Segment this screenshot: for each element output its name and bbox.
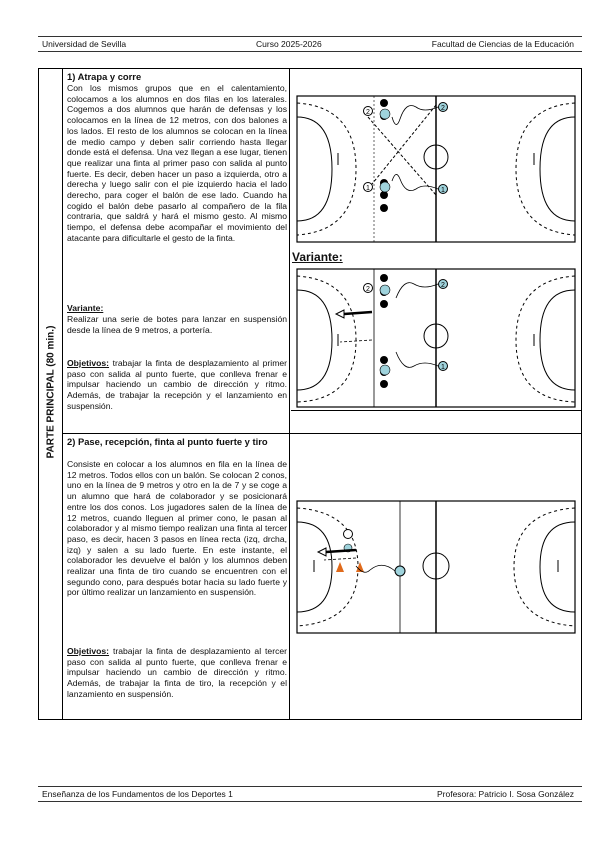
center-circle — [422, 552, 450, 580]
row-divider — [62, 433, 582, 434]
label-2: 2 — [366, 109, 370, 116]
court-diagram-1: 2 1 2 1 — [296, 95, 576, 243]
pass-line-1 — [367, 116, 437, 196]
exercise1-description: Con los mismos grupos que en el calentam… — [67, 83, 287, 243]
subject-name: Enseñanza de los Fundamentos de los Depo… — [42, 789, 233, 799]
left-9m-line — [296, 102, 357, 236]
defender-marker — [380, 204, 388, 212]
left-9m-line — [296, 507, 359, 627]
defender-marker — [380, 274, 388, 282]
exercise2-title: 2) Pase, recepción, finta al punto fuert… — [67, 436, 268, 447]
center-circle — [423, 323, 449, 349]
player-marker — [394, 565, 406, 577]
label-1: 1 — [441, 364, 445, 371]
right-9m-line — [515, 102, 576, 236]
right-6m-line — [539, 289, 576, 391]
university-name: Universidad de Sevilla — [42, 39, 127, 49]
player-marker — [379, 181, 391, 193]
column-divider — [289, 68, 290, 720]
collaborator-marker — [343, 529, 353, 539]
run-path — [391, 174, 439, 192]
exercise1-objectives-text: trabajar la finta de desplazamiento al p… — [67, 358, 287, 411]
player-marker — [379, 108, 391, 120]
cone-icon — [336, 562, 344, 572]
variant-heading: Variante: — [292, 250, 343, 264]
run-path — [395, 282, 439, 299]
left-6m-line — [296, 521, 333, 613]
left-9m-line — [296, 275, 357, 403]
attacker-1-marker — [438, 361, 448, 371]
left-6m-line — [296, 116, 333, 222]
defender-marker — [380, 300, 388, 308]
right-6m-line — [539, 521, 576, 613]
defender-2-marker — [363, 283, 373, 293]
left-6m-line — [296, 289, 333, 391]
pass-line-2 — [367, 104, 437, 190]
faculty-name: Facultad de Ciencias de la Educación — [431, 39, 574, 49]
right-9m-line — [515, 275, 576, 403]
exercise1-title: 1) Atrapa y corre — [67, 71, 142, 82]
defender-marker — [380, 191, 388, 199]
court-diagram-3 — [296, 500, 576, 634]
exercise2-objectives-label: Objetivos: — [67, 646, 110, 656]
cone-icon — [356, 562, 364, 572]
attacker-2-marker — [438, 279, 448, 289]
attacker-2-marker — [438, 102, 448, 112]
defender-2-marker — [363, 106, 373, 116]
label-1: 1 — [441, 187, 445, 194]
content-table — [38, 68, 582, 720]
exercise1-variant-text: Realizar una serie de botes para lanzar … — [67, 314, 287, 335]
label-1: 1 — [366, 185, 370, 192]
court-diagram-2: 2 2 1 — [296, 268, 576, 408]
label-2: 2 — [441, 105, 445, 112]
page-footer: Enseñanza de los Fundamentos de los Depo… — [38, 786, 582, 802]
defender-marker — [380, 99, 388, 107]
attacker-1-marker — [438, 184, 448, 194]
player-marker — [379, 364, 391, 376]
sidebar-section-label: PARTE PRINCIPAL (80 min.) — [36, 326, 66, 459]
defender-1-marker — [363, 182, 373, 192]
diagram-separator — [291, 410, 581, 411]
run-path — [395, 351, 439, 368]
shot-arrow — [343, 310, 373, 316]
pass-line — [323, 557, 357, 561]
shot-arrowhead — [316, 547, 327, 557]
shot-arrowhead — [334, 309, 345, 319]
run-path — [355, 564, 396, 573]
label-2: 2 — [441, 282, 445, 289]
exercise2-objectives-text: trabajar la finta de desplazamiento al t… — [67, 646, 288, 699]
exercise1-objectives: Objetivos: trabajar la finta de desplaza… — [67, 358, 287, 412]
label-2: 2 — [366, 286, 370, 293]
exercise1-variant-label: Variante: — [67, 303, 104, 313]
defender-marker — [380, 380, 388, 388]
bounce-path — [339, 339, 373, 343]
exercise1-objectives-label: Objetivos: — [67, 358, 110, 368]
right-9m-line — [513, 507, 576, 627]
exercise2-objectives: Objetivos: trabajar la finta de desplaza… — [67, 646, 287, 700]
exercise2-description: Consiste en colocar a los alumnos en fil… — [67, 459, 287, 598]
professor-name: Profesora: Patricio I. Sosa González — [436, 789, 574, 799]
page-header: Universidad de Sevilla Curso 2025-2026 F… — [38, 36, 582, 52]
course-year: Curso 2025-2026 — [256, 39, 322, 49]
defender-marker — [380, 356, 388, 364]
run-path — [391, 105, 439, 125]
shot-arrow — [325, 548, 357, 554]
sidebar-divider — [62, 68, 63, 720]
sidebar-label-text: PARTE PRINCIPAL (80 min.) — [45, 325, 57, 459]
player-marker — [379, 284, 391, 296]
center-circle — [423, 144, 449, 170]
right-6m-line — [539, 116, 576, 222]
